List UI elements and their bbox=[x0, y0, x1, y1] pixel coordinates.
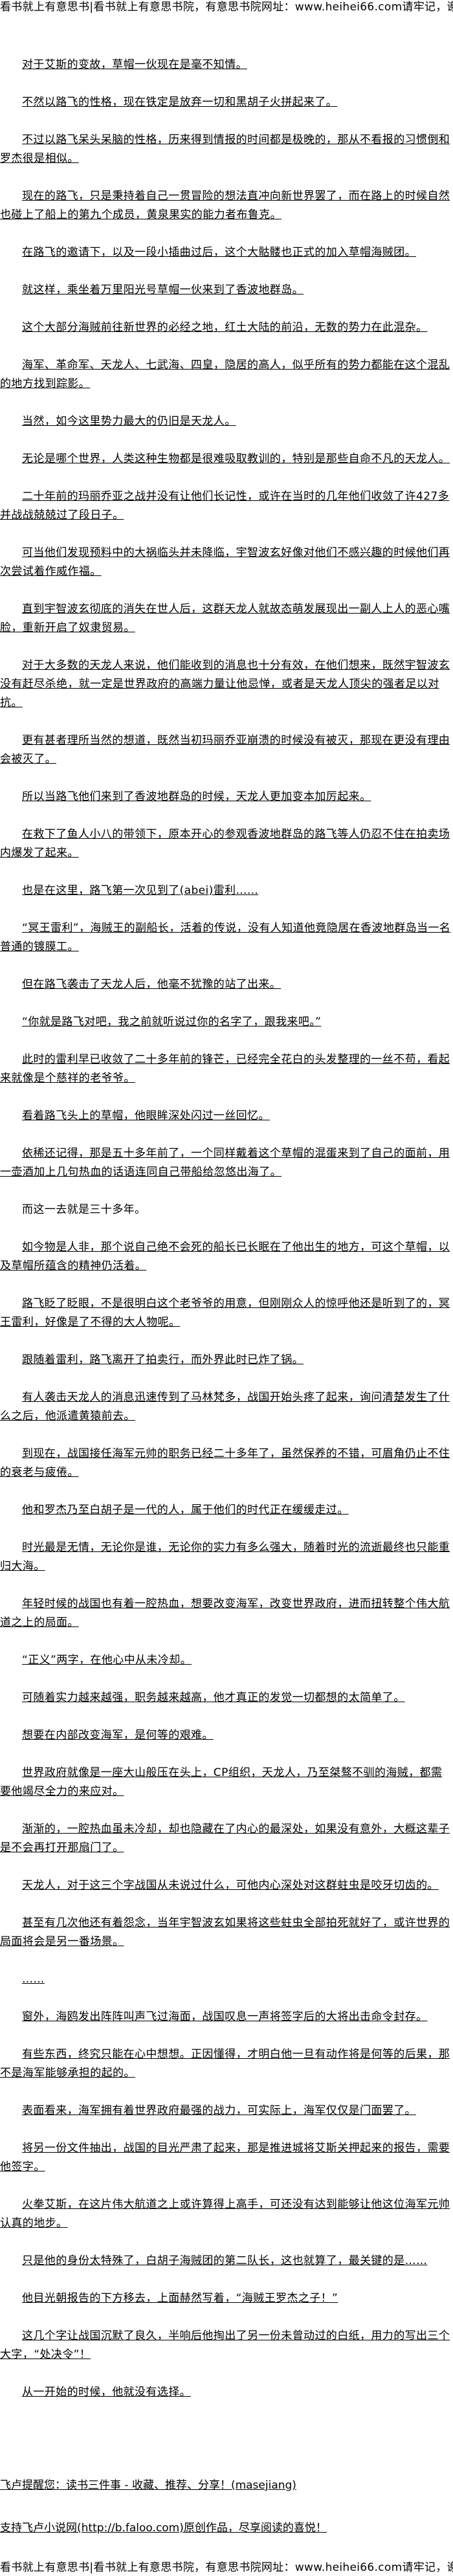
chapter-body: 对于艾斯的变故，草帽一伙现在是毫不知情。不然以路飞的性格，现在铁定是放弃一切和黑… bbox=[0, 56, 453, 2421]
chapter-paragraph: 直到宇智波玄彻底的消失在世人后，这群天龙人就故态萌发展现出一副人上人的恶心嘴脸，… bbox=[0, 603, 450, 634]
chapter-paragraph: 年轻时候的战国也有着一腔热血，想要改变海军，改变世界政府，进而扭转整个伟大航道之… bbox=[0, 1597, 450, 1629]
chapter-paragraph: 有些东西，终究只能在心中想想。正因懂得，才明白他一旦有动作将是何等的后果，那不是… bbox=[0, 2048, 450, 2080]
chapter-paragraph: 时光最是无情，无论你是谁，无论你的实力有多么强大，随着时光的流逝最终也只能重归大… bbox=[0, 1541, 450, 1573]
chapter-paragraph: 表面看来，海军拥有着世界政府最强的战力，可实际上，海军仅仅是门面罢了。 bbox=[22, 2104, 416, 2117]
chapter-paragraph: 当然，如今这里势力最大的仍旧是天龙人。 bbox=[22, 415, 236, 428]
chapter-paragraph: 世界政府就像是一座大山般压在头上，CP组织，天龙人，乃至桀骜不驯的海贼，都需要他… bbox=[0, 1766, 443, 1798]
chapter-paragraph: 从一开始的时候，他就没有选择。 bbox=[22, 2386, 191, 2399]
chapter-paragraph: 有人袭击天龙人的消息迅速传到了马林梵多，战国开始头疼了起来，询问清楚发生了什么之… bbox=[0, 1391, 450, 1423]
chapter-paragraph: 甚至有几次他还有着怨念，当年宇智波玄如果将这些蛀虫全部拍死就好了，或许世界的局面… bbox=[0, 1916, 450, 1948]
chapter-paragraph: 就这样，乘坐着万里阳光号草帽一伙来到了香波地群岛。 bbox=[22, 283, 304, 296]
chapter-paragraph: “你就是路飞对吧，我之前就听说过你的名字了，跟我来吧。” bbox=[22, 1016, 322, 1028]
chapter-paragraph: 可当他们发现预料中的大祸临头并未降临，宇智波玄好像对他们不感兴趣的时候他们再次尝… bbox=[0, 546, 450, 578]
chapter-paragraph: 此时的雷利早已收敛了二十多年前的锋芒，已经完全花白的头发整理的一丝不苟，看起来就… bbox=[0, 1053, 450, 1085]
chapter-paragraph: 渐渐的，一腔热血虽未冷却，却也隐藏在了内心的最深处，如果没有意外，大概这辈子是不… bbox=[0, 1823, 450, 1854]
chapter-paragraph: 现在的路飞，只是秉持着自己一贯冒险的想法直冲向新世界罢了，而在路上的时候自然也碰… bbox=[0, 190, 450, 221]
chapter-paragraph: 如今物是人非，那个说自己绝不会死的船长已长眠在了他出生的地方，可这个草帽，以及草… bbox=[0, 1241, 450, 1272]
promo-faloo-link[interactable]: 支持飞卢小说网(http://b.faloo.com)原创作品，尽享阅读的喜悦！ bbox=[0, 2522, 327, 2535]
chapter-paragraph: 这个大部分海贼前往新世界的必经之地，红土大陆的前沿，无数的势力在此混杂。 bbox=[22, 321, 428, 334]
chapter-paragraph: 而这一去就是三十多年。 bbox=[22, 1203, 146, 1216]
promo-reading-tips[interactable]: 飞卢提醒您：读书三件事 - 收藏、推荐、分享！(masejiang) bbox=[0, 2479, 296, 2492]
chapter-paragraph: 天龙人，对于这三个字战国从未说过什么，可他内心深处对这群蛀虫是咬牙切齿的。 bbox=[22, 1879, 439, 1892]
chapter-paragraph: 火拳艾斯，在这片伟大航道之上或许算得上高手，可还没有达到能够让他这位海军元帅认真… bbox=[0, 2198, 450, 2230]
site-banner-top: 看书就上有意思书|看书就上有意思书院，有意思书院网址：www.heihei66.… bbox=[0, 1, 453, 14]
chapter-paragraph: 对于大多数的天龙人来说，他们能收到的消息也十分有效，在他们想来，既然宇智波玄没有… bbox=[0, 659, 450, 709]
chapter-paragraph: 在救下了鱼人小八的带领下，原本开心的参观香波地群岛的路飞等人仍忍不住在拍卖场内爆… bbox=[0, 828, 450, 860]
chapter-paragraph: 依稀还记得，那是五十多年前了，一个同样戴着这个草帽的混蛋来到了自己的面前，用一壶… bbox=[0, 1147, 450, 1179]
chapter-paragraph: 更有甚者理所当然的想道，既然当初玛丽乔亚崩溃的时候没有被灭，那现在更没有理由会被… bbox=[0, 734, 450, 766]
chapter-paragraph: 路飞眨了眨眼，不是很明白这个老爷爷的用意，但刚刚众人的惊呼他还是听到了的，冥王雷… bbox=[0, 1297, 450, 1329]
chapter-paragraph: 不过以路飞呆头呆脑的性格，历来得到情报的时间都是极晚的，那从不看报的习惯倒和罗杰… bbox=[0, 133, 450, 165]
chapter-paragraph: 到现在，战国接任海军元帅的职务已经二十多年了，虽然保养的不错，可眉角仍止不住的衰… bbox=[0, 1447, 450, 1479]
chapter-paragraph: 在路飞的邀请下，以及一段小插曲过后，这个大骷髅也正式的加入草帽海贼团。 bbox=[22, 246, 416, 259]
promo-section: 飞卢提醒您：读书三件事 - 收藏、推荐、分享！(masejiang) 支持飞卢小… bbox=[0, 2476, 453, 2562]
chapter-paragraph: 不然以路飞的性格，现在铁定是放弃一切和黑胡子火拼起来了。 bbox=[22, 96, 338, 109]
chapter-paragraph: 所以当路飞他们来到了香波地群岛的时候，天龙人更加变本加厉起来。 bbox=[22, 790, 371, 803]
chapter-paragraph: 跟随着雷利，路飞离开了拍卖行，而外界此时已炸了锅。 bbox=[22, 1353, 304, 1366]
chapter-paragraph: 将另一份文件抽出，战国的目光严肃了起来，那是推进城将艾斯关押起来的报告，需要他签… bbox=[0, 2142, 450, 2173]
chapter-paragraph: 只是他的身份太特殊了，白胡子海贼团的第二队长，这也就算了，最关键的是…… bbox=[22, 2254, 428, 2267]
chapter-paragraph: 想要在内部改变海军，是何等的艰难。 bbox=[22, 1729, 214, 1742]
chapter-paragraph: 也是在这里，路飞第一次见到了(abei)雷利…… bbox=[22, 884, 259, 897]
chapter-paragraph: “冥王雷利”，海贼王的副船长，活着的传说，没有人知道他竟隐居在香波地群岛当一名普… bbox=[0, 922, 451, 953]
site-banner-bottom: 看书就上有意思书|看书就上有意思书院，有意思书院网址：www.heihei66.… bbox=[0, 2561, 453, 2574]
chapter-paragraph: 可随着实力越来越强，职务越来越高，他才真正的发觉一切都想的太简单了。 bbox=[22, 1691, 405, 1704]
chapter-paragraph: 海军、革命军、天龙人、七武海、四皇，隐居的高人，似乎所有的势力都能在这个混乱的地… bbox=[0, 359, 450, 390]
chapter-paragraph: 他目光朝报告的下方移去，上面赫然写着，“海贼王罗杰之子！” bbox=[22, 2292, 338, 2305]
chapter-paragraph: 无论是哪个世界，人类这种生物都是很难吸取教训的，特别是那些自命不凡的天龙人。 bbox=[22, 452, 450, 465]
chapter-paragraph: 二十年前的玛丽乔亚之战并没有让他们长记性，或许在当时的几年他们收敛了许427多并… bbox=[0, 490, 450, 522]
chapter-paragraph: 这几个字让战国沉默了良久，半响后他掏出了另一份未曾动过的白纸，用力的写出三个大字… bbox=[0, 2329, 450, 2361]
chapter-paragraph: 他和罗杰乃至白胡子是一代的人，属于他们的时代正在缓缓走过。 bbox=[22, 1504, 349, 1516]
chapter-paragraph: 但在路飞袭击了天龙人后，他毫不犹豫的站了出来。 bbox=[22, 978, 282, 991]
chapter-paragraph: 看着路飞头上的草帽，他眼眸深处闪过一丝回忆。 bbox=[22, 1109, 270, 1122]
chapter-paragraph: 对于艾斯的变故，草帽一伙现在是毫不知情。 bbox=[22, 58, 247, 71]
chapter-paragraph: “正义”两字，在他心中从未冷却。 bbox=[22, 1654, 192, 1667]
chapter-paragraph: …… bbox=[22, 1973, 45, 1986]
chapter-paragraph: 窗外，海鸥发出阵阵叫声飞过海面，战国叹息一声将签字后的大将出击命令封存。 bbox=[22, 2010, 428, 2023]
